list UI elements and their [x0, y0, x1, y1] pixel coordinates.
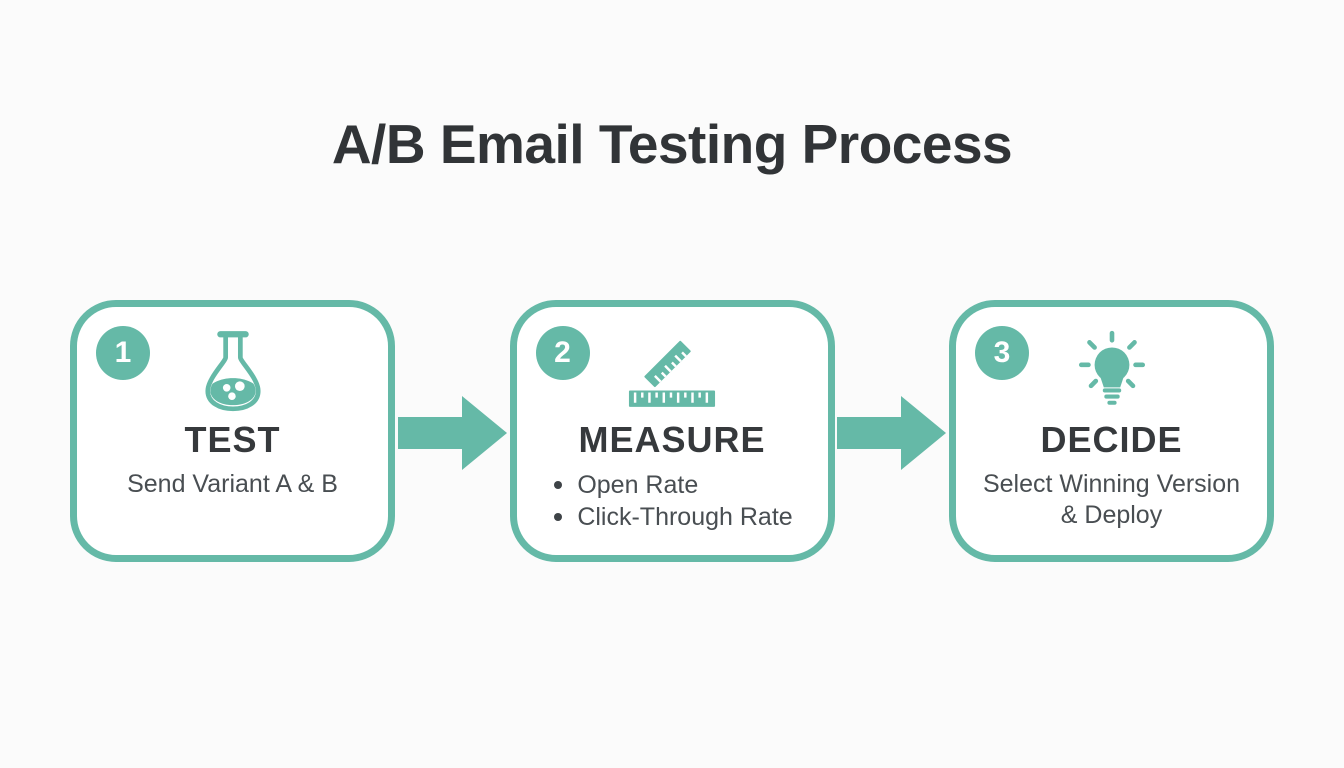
step-3-heading: DECIDE: [1040, 419, 1183, 460]
arrow-shaft: [837, 417, 902, 449]
bullet-item: Click-Through Rate: [551, 501, 793, 533]
arrow-right-icon: [397, 396, 507, 470]
step-3-number-badge: 3: [975, 326, 1029, 380]
step-3-description: Select Winning Version & Deploy: [956, 469, 1267, 531]
ruler-icon: [517, 327, 828, 415]
arrow-shaft: [397, 417, 462, 449]
process-row: 1 TEST Send Variant A & B 2: [70, 300, 1274, 562]
lightbulb-icon: [956, 327, 1267, 415]
step-2-heading: MEASURE: [578, 419, 766, 460]
step-1-number-badge: 1: [96, 326, 150, 380]
step-2-number-badge: 2: [535, 326, 590, 380]
step-card-measure: 2 MEASURE Open Rate Click-Through Rate: [509, 300, 835, 562]
step-3-description-line-1: Select Winning Version: [982, 470, 1241, 498]
flask-icon: [77, 327, 388, 415]
step-card-decide: 3: [949, 300, 1274, 562]
arrow-head: [901, 396, 947, 470]
step-card-test: 1 TEST Send Variant A & B: [70, 300, 395, 562]
arrow-head: [461, 396, 507, 470]
step-2-bullet-list: Open Rate Click-Through Rate: [551, 469, 793, 533]
arrow-right-icon: [837, 396, 947, 470]
step-1-description: Send Variant A & B: [127, 470, 338, 498]
step-1-heading: TEST: [184, 419, 281, 460]
bullet-item: Open Rate: [551, 469, 792, 501]
page-title: A/B Email Testing Process: [331, 113, 1013, 175]
step-3-description-line-2: & Deploy: [1060, 501, 1163, 529]
